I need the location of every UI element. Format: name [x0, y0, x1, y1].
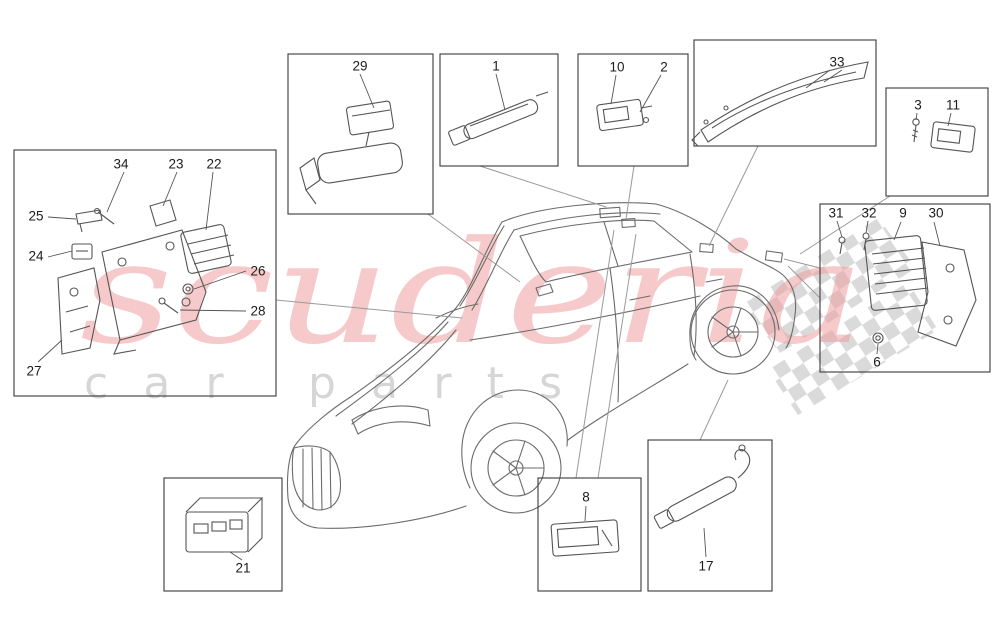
callout-box-29 [287, 53, 434, 215]
part-number-26[interactable]: 26 [250, 263, 266, 279]
part-number-3[interactable]: 3 [914, 97, 922, 113]
part-3-11-module-drawing [911, 118, 976, 153]
part-number-30[interactable]: 30 [928, 205, 944, 221]
part-number-32[interactable]: 32 [861, 205, 877, 221]
number-pointer-lines [37, 69, 952, 561]
part-number-27[interactable]: 27 [26, 363, 42, 379]
part-17-antenna-drawing [653, 444, 751, 529]
part-number-8[interactable]: 8 [582, 489, 590, 505]
callout-box-33 [693, 39, 877, 147]
part-33-trim-drawing [691, 61, 869, 147]
watermark-brand: scuderia [80, 211, 865, 376]
part-10-2-module-drawing [596, 98, 653, 132]
part-number-25[interactable]: 25 [28, 208, 44, 224]
part-number-11[interactable]: 11 [945, 97, 961, 113]
part-1-sensor-drawing [448, 91, 549, 146]
callout-box-bracket-assembly [13, 149, 277, 397]
callout-box-3-11 [885, 87, 989, 197]
callout-box-10-2 [577, 53, 689, 167]
part-number-23[interactable]: 23 [168, 156, 184, 172]
callout-box-ecu [819, 203, 991, 373]
part-number-29[interactable]: 29 [352, 58, 368, 74]
part-number-9[interactable]: 9 [899, 205, 907, 221]
callout-box-21 [163, 477, 283, 592]
leader-lines [275, 145, 891, 479]
part-number-21[interactable]: 21 [235, 560, 251, 576]
part-number-6[interactable]: 6 [873, 354, 881, 370]
part-number-28[interactable]: 28 [250, 303, 266, 319]
part-number-1[interactable]: 1 [492, 58, 500, 74]
part-ecu-bracket-drawing [838, 232, 977, 347]
part-number-22[interactable]: 22 [206, 156, 222, 172]
part-number-2[interactable]: 2 [660, 59, 668, 75]
checkered-flag-graphic [742, 218, 938, 415]
part-number-24[interactable]: 24 [28, 248, 44, 264]
part-number-17[interactable]: 17 [698, 558, 714, 574]
part-29-mirror-drawing [299, 100, 403, 205]
part-21-control-unit-drawing [185, 497, 264, 553]
callout-box-1 [439, 53, 559, 167]
car-illustration [286, 202, 797, 529]
callout-box-17 [647, 439, 773, 592]
part-number-10[interactable]: 10 [609, 59, 625, 75]
part-number-33[interactable]: 33 [829, 54, 845, 70]
part-bracket-assembly-drawing [57, 199, 235, 355]
watermark-subtext: car parts [84, 358, 562, 409]
part-8-flat-module-drawing [550, 519, 620, 557]
part-number-31[interactable]: 31 [828, 205, 844, 221]
callout-box-8 [537, 477, 642, 592]
part-number-34[interactable]: 34 [113, 156, 129, 172]
